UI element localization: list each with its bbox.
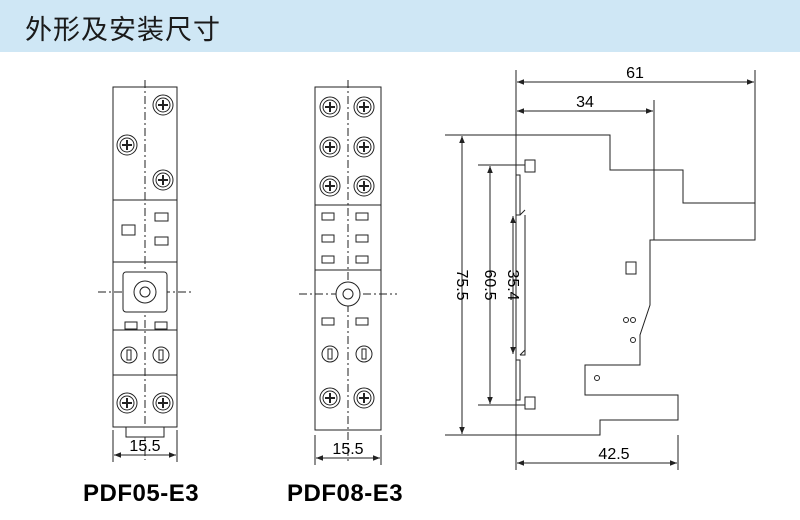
terminal-screw <box>152 94 174 116</box>
dimension-34: 34 <box>576 94 594 111</box>
model-label-pdf08: PDF08-E3 <box>287 480 404 507</box>
terminal-screw <box>319 175 341 197</box>
socket-pin <box>152 346 170 364</box>
dimension-60-5: 60.5 <box>481 269 498 300</box>
terminal-screw <box>152 169 174 191</box>
socket-pin <box>355 345 373 363</box>
terminal-screw <box>319 387 341 409</box>
dimension-75-5: 75.5 <box>453 269 470 300</box>
terminal-screw <box>353 136 375 158</box>
terminal-screw <box>319 136 341 158</box>
pdf08-front-view: 15.5 <box>299 80 397 465</box>
terminal-screw <box>353 387 375 409</box>
terminal-screw <box>319 96 341 118</box>
terminal-screw <box>116 392 138 414</box>
terminal-screw <box>353 175 375 197</box>
header-band <box>0 0 800 52</box>
pdf05-width-dimension: 15.5 <box>129 438 160 455</box>
socket-pin <box>120 346 138 364</box>
terminal-screw <box>152 392 174 414</box>
pdf08-width-dimension: 15.5 <box>332 441 363 458</box>
page-title: 外形及安装尺寸 <box>25 15 221 46</box>
socket-pin <box>321 345 339 363</box>
dimension-35-4: 35.4 <box>504 269 521 300</box>
terminal-screw <box>353 96 375 118</box>
side-view: 61 34 75.5 60.5 35.4 42.5 <box>445 65 756 470</box>
dimension-42-5: 42.5 <box>598 446 629 463</box>
terminal-screw <box>116 134 138 156</box>
dimension-61: 61 <box>626 65 644 82</box>
model-label-pdf05: PDF05-E3 <box>83 480 200 507</box>
pdf05-front-view: 15.5 <box>98 80 193 462</box>
